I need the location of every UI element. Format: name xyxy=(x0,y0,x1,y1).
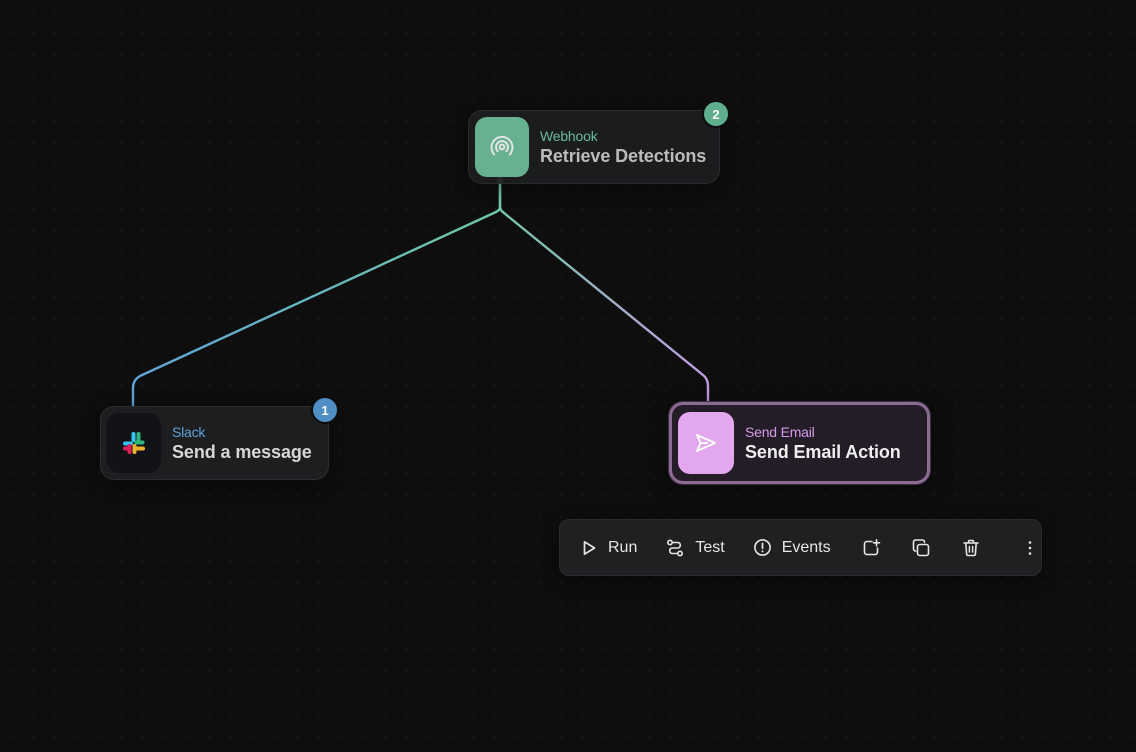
slack-logo-icon xyxy=(123,432,145,454)
webhook-icon-tile xyxy=(475,117,529,177)
events-label: Events xyxy=(781,538,831,556)
run-button[interactable]: Run xyxy=(574,529,643,567)
events-button[interactable]: Events xyxy=(747,529,837,567)
duplicate-icon xyxy=(912,538,929,556)
send-icon xyxy=(696,434,716,452)
node-send-email-action[interactable]: Send Email Send Email Action xyxy=(669,402,930,484)
node-webhook-retrieve-detections[interactable]: Webhook Retrieve Detections xyxy=(468,110,720,184)
delete-button[interactable] xyxy=(955,529,987,567)
duplicate-button[interactable] xyxy=(905,529,937,567)
slack-icon-tile xyxy=(107,413,161,473)
play-icon xyxy=(583,540,596,555)
node-kind-label: Send Email xyxy=(745,423,815,440)
test-label: Test xyxy=(695,538,725,556)
slack-count-badge: 1 xyxy=(311,396,339,424)
node-slack-send-a-message[interactable]: Slack Send a message xyxy=(100,406,329,480)
add-action-button[interactable] xyxy=(855,529,887,567)
more-vertical-icon xyxy=(1028,540,1031,555)
test-flow-icon xyxy=(667,538,684,557)
edge-webhook-to-email[interactable] xyxy=(498,178,710,412)
test-button[interactable]: Test xyxy=(659,529,730,567)
trash-icon xyxy=(962,539,979,556)
webhook-count-badge: 2 xyxy=(702,100,730,128)
info-circle-icon xyxy=(753,539,771,556)
add-action-icon xyxy=(863,538,880,555)
node-title: Send Email Action xyxy=(745,441,901,462)
email-icon-tile xyxy=(678,412,734,474)
node-title: Retrieve Detections xyxy=(540,145,707,166)
node-title: Send a message xyxy=(172,441,312,462)
node-kind-label: Slack xyxy=(172,423,206,440)
broadcast-icon xyxy=(490,135,514,156)
node-kind-label: Webhook xyxy=(540,127,598,144)
run-label: Run xyxy=(608,538,638,556)
more-options-button[interactable] xyxy=(1019,529,1041,567)
node-action-toolbar: Run Test Events xyxy=(559,519,1042,576)
edge-webhook-to-slack[interactable] xyxy=(131,178,502,410)
